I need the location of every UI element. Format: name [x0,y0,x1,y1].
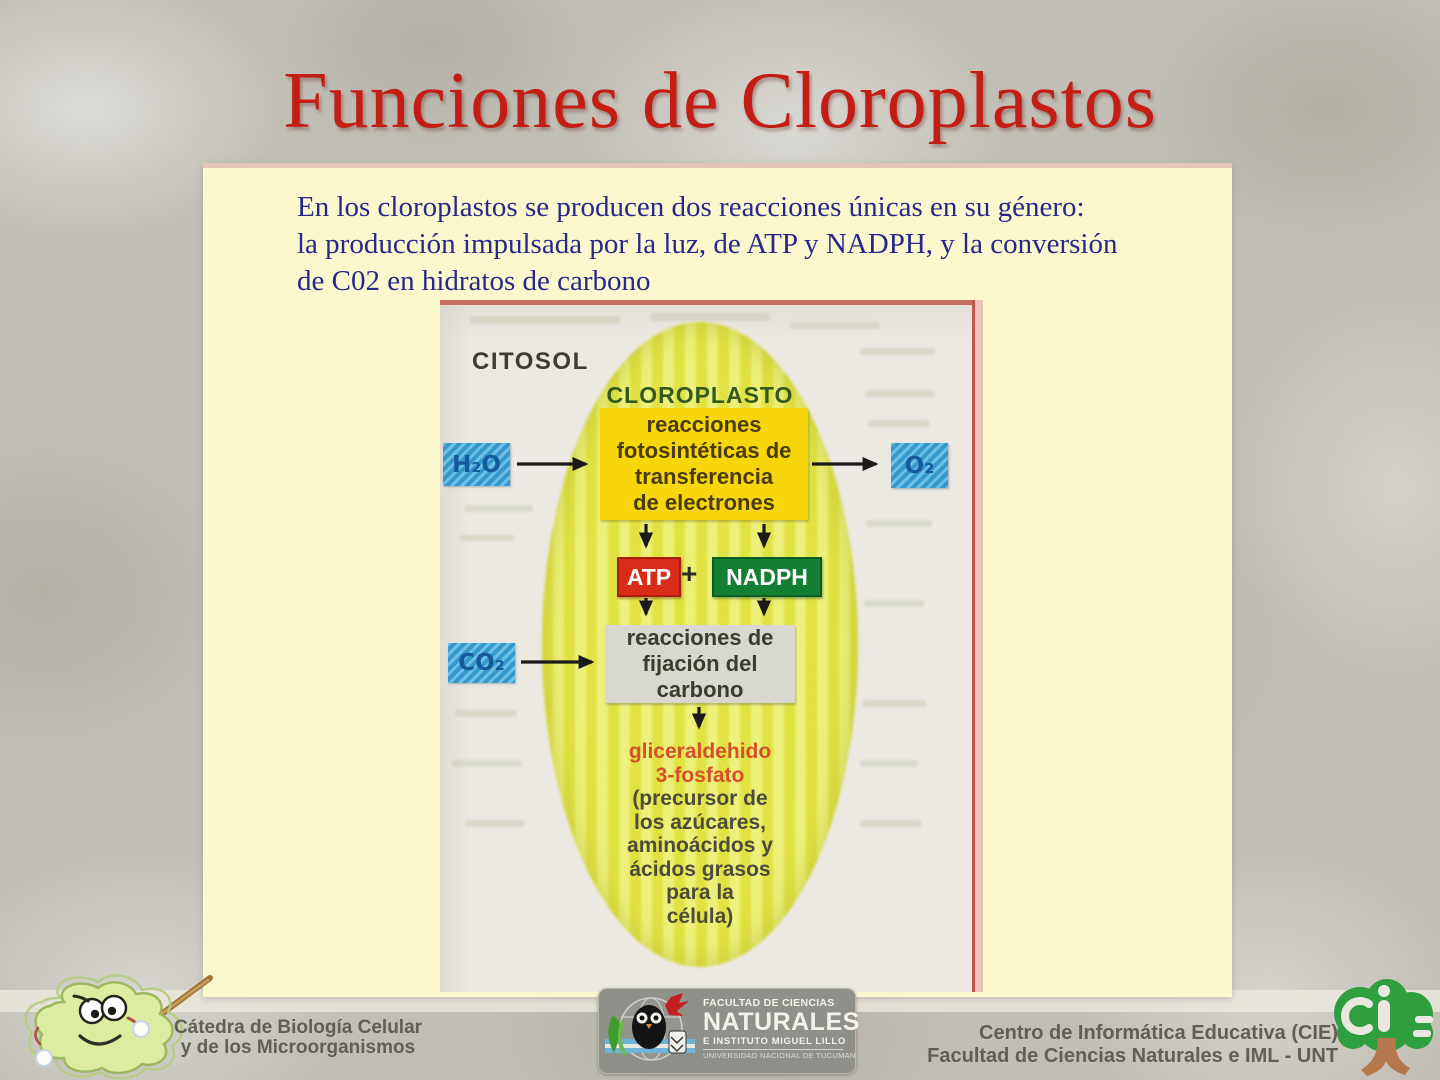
catedra-line: y de los Microorganismos [180,1036,416,1058]
amoeba-body [34,981,174,1075]
facultad-divider [703,1049,843,1050]
atp-box: ATP [617,557,681,597]
cie-caption: Centro de Informática Educativa (CIE) Fa… [900,1022,1338,1068]
product-name-line: 3-fosfato [655,763,745,787]
product-desc-line: para la [666,881,734,904]
reactions-box-line: transferencia [634,464,774,489]
ghost-text [455,710,517,717]
product-name-line: gliceraldehido [628,740,772,763]
fixation-box-line: fijación del [642,651,758,676]
reactions-box-line: reacciones [646,412,762,437]
ghost-text [866,520,932,527]
ghost-text [865,390,935,397]
amoeba-hand [132,1020,150,1038]
facultad-logo-banner: FACULTAD DE CIENCIAS NATURALES E INSTITU… [598,988,860,1074]
cloroplasto-label: CLOROPLASTO [606,382,794,408]
intro-paragraph: En los cloroplastos se producen dos reac… [297,189,1157,300]
amoeba-mascot-icon [24,974,213,1080]
ghost-text [465,505,533,512]
ghost-text [465,820,525,827]
intro-line-3: de C02 en hidratos de carbono [297,265,651,297]
reactions-box-line: fotosintéticas de [616,438,792,463]
fixation-box-line: reacciones de [626,625,774,650]
amoeba-smile [78,1034,122,1046]
ghost-text [862,700,926,707]
ghost-text [860,348,935,355]
ghost-text [452,760,522,767]
facultad-emblem-icon [605,993,695,1061]
leaf-icon [608,1015,620,1053]
photosynthetic-reactions-box: reacciones fotosintéticas de transferenc… [600,408,808,520]
carbon-fixation-box: reacciones de fijación del carbono [605,625,795,703]
tree-trunk [1361,1038,1410,1076]
product-desc-line: aminoácidos y [627,834,773,857]
ghost-text [860,820,922,827]
ghost-text [650,313,770,321]
ghost-text [864,600,924,607]
slide-title: Funciones de Cloroplastos [283,57,1157,145]
product-desc-line: ácidos grasos [629,857,771,881]
intro-line-1: En los cloroplastos se producen dos reac… [297,191,1085,223]
facultad-line-2: NATURALES [703,1008,860,1036]
product-desc-line: los azúcares, [634,810,766,834]
reactions-box-line: de electrones [633,490,775,515]
facultad-line-1: FACULTAD DE CIENCIAS [703,997,835,1009]
facultad-logo-text: FACULTAD DE CIENCIAS NATURALES E INSTITU… [703,997,860,1060]
h2o-box: H₂O [443,443,510,486]
intro-line-2: la producción impulsada por la luz, de A… [297,228,1118,260]
o2-box: O₂ [891,443,948,488]
product-text: gliceraldehido 3-fosfato (precursor de l… [578,740,822,928]
ghost-text [790,322,880,329]
figure-top-border [440,300,983,305]
co2-box: CO₂ [448,643,515,683]
tree-letter-i [1378,1000,1390,1032]
nadph-box: NADPH [712,557,822,597]
figure-right-border [972,300,983,992]
amoeba-hand [35,1049,53,1067]
ghost-text [470,316,620,324]
ghost-text [860,760,918,767]
ghost-text [868,420,930,427]
cie-tree-icon [1334,979,1433,1076]
facultad-line-3: E INSTITUTO MIGUEL LILLO [703,1036,846,1047]
product-desc-line: (precursor de [632,787,768,810]
ghost-text [460,535,515,541]
amoeba-eyebrow [72,994,90,1003]
facultad-line-4: UNIVERSIDAD NACIONAL DE TUCUMAN [703,1051,856,1060]
cie-line: Facultad de Ciencias Naturales e IML - U… [927,1045,1338,1067]
plus-sign: + [681,558,698,589]
tree-letter-e-slit [1415,1016,1433,1023]
citosol-label: CITOSOL [472,348,589,375]
catedra-line: Cátedra de Biología Celular [173,1017,423,1038]
red-flower-icon [665,993,689,1016]
tree-letter-e-slit [1413,1030,1431,1037]
tree-letter-c [1341,997,1373,1035]
tree-letter-i-dot [1378,985,1390,997]
amoeba-eye [78,997,106,1025]
cie-line: Centro de Informática Educativa (CIE) [979,1022,1338,1044]
fixation-box-line: carbono [656,677,744,702]
product-desc-line: célula) [666,904,734,928]
amoeba-outer-outline [24,974,184,1080]
catedra-caption: Cátedra de Biología Celular y de los Mic… [168,1018,428,1057]
